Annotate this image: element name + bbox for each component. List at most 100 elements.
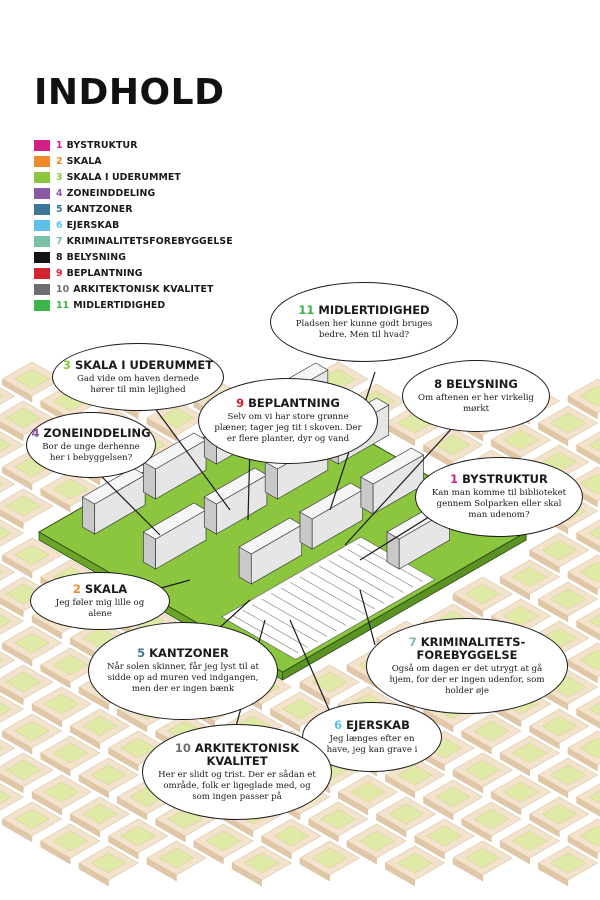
toc-label: BYSTRUKTUR [66,139,138,151]
toc-label: BEPLANTNING [66,267,143,279]
bubble-title: EJERSKAB [346,717,410,732]
background-courtyard [511,742,548,764]
background-courtyard [0,482,4,486]
background-courtyard [120,825,157,847]
background-courtyard [588,526,600,540]
bubble-text: Her er slidt og trist. Der er sådan et o… [158,769,316,802]
background-courtyard [0,394,4,398]
background-courtyard [43,693,80,715]
background-courtyard [158,847,195,869]
bubble-text: Kan man komme til biblioteket gennem Sol… [431,488,567,520]
bubble-title: KANTZONER [149,646,229,660]
color-swatch [34,171,50,183]
background-courtyard [396,852,433,874]
speech-pointer [344,424,456,546]
background-block-roof [0,475,16,493]
background-courtyard [14,720,50,742]
background-courtyard [43,781,80,803]
bubble-text: Også om dagen er det utrygt at gå hjem, … [389,663,545,696]
toc-number: 8 [56,251,63,263]
background-courtyard [358,830,395,852]
background-courtyard [0,658,4,662]
background-courtyard [579,385,600,407]
color-swatch [34,139,50,151]
background-block-roof [0,563,16,581]
background-courtyard [282,698,318,720]
parking-stripe [328,560,395,599]
bubble-text: Jeg længes efter en have, jeg kan grave … [326,733,418,755]
bubble-number: 5 [137,646,146,660]
parking-stripe [261,598,328,637]
background-courtyard [90,852,127,874]
background-courtyard [464,847,501,869]
background-courtyard [588,614,600,628]
background-courtyard [550,852,586,874]
color-swatch [34,251,50,263]
background-courtyard [435,786,472,808]
background-courtyard [435,434,472,456]
background-courtyard [511,830,548,852]
toc-label: KRIMINALITETSFOREBYGGELSE [66,235,233,247]
toc-number: 9 [56,267,63,279]
color-swatch [34,267,50,279]
toc-number: 4 [56,187,63,199]
bubble-title: SKALA I UDERUMMET [74,357,214,372]
background-courtyard [550,412,586,434]
toc-label: ARKITEKTONISK KVALITET [73,283,214,295]
bubble-title: MIDLERTIDIGHED [318,302,430,317]
background-courtyard [541,803,578,825]
background-courtyard [14,632,50,654]
background-courtyard [579,825,600,847]
background-courtyard [0,614,12,628]
toc-number: 7 [56,235,63,247]
toc-number: 1 [56,139,63,151]
background-block-side [576,444,600,465]
parking-stripe [338,554,404,593]
speech-pointer [289,619,331,713]
background-courtyard [0,702,12,716]
background-courtyard [0,570,4,574]
background-block-side [576,796,600,817]
background-courtyard [14,368,50,390]
slab-building-roof [360,447,425,485]
background-courtyard [579,649,600,671]
background-courtyard [158,407,195,429]
toc-label: ZONEINDDELING [66,187,156,199]
background-block-side [576,620,600,641]
background-block-side [576,532,600,553]
toc-label: MIDLERTIDIGHED [73,299,166,311]
background-courtyard [588,702,600,716]
background-courtyard [550,764,586,786]
bubble-text: Selv om vi har store grønne plæner, tage… [214,412,362,444]
background-courtyard [81,803,118,825]
toc-number: 2 [56,155,63,167]
bubble-title: BELYSNING [446,376,518,391]
background-courtyard [541,539,578,561]
color-swatch [34,299,50,311]
background-courtyard [426,825,463,847]
bubble-number: 2 [72,581,81,596]
background-courtyard [14,544,50,566]
background-courtyard [90,764,127,786]
bubble-title: ARKITEKTONISK KVALITET [194,740,300,768]
color-swatch [34,187,50,199]
